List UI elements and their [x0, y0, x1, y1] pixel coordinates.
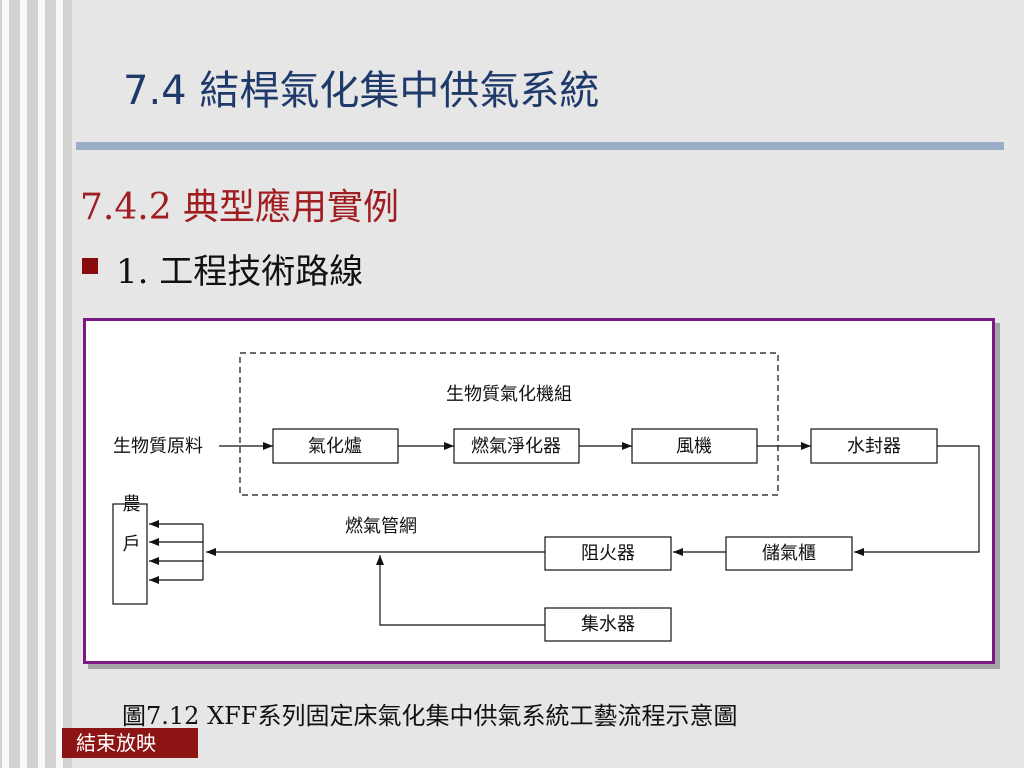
farmers-node: 農戶 [112, 494, 148, 605]
section-heading: 7.4.2 典型應用實例 [80, 187, 400, 228]
figure-caption: 圖7.12 XFF系列固定床氣化集中供氣系統工藝流程示意圖 [122, 702, 738, 730]
gasification-unit-label: 生物質氣化機組 [446, 384, 572, 405]
water-collector-node: 集水器 [544, 607, 672, 642]
svg-text:燃氣淨化器: 燃氣淨化器 [471, 436, 561, 457]
svg-text:集水器: 集水器 [581, 614, 635, 635]
gas-holder-node: 儲氣櫃 [725, 536, 853, 571]
farmers-label: 農戶 [120, 494, 141, 574]
flame-arrester-node: 阻火器 [544, 536, 672, 571]
fan-node: 風機 [631, 428, 758, 464]
pipe-network-label: 燃氣管網 [345, 516, 417, 537]
arrow-water-seal-to-gas-holder [854, 445, 980, 556]
biomass-input-label: 生物質原料 [113, 436, 203, 457]
slide-title: 7.4 結桿氣化集中供氣系統 [123, 68, 600, 114]
svg-text:風機: 風機 [676, 436, 712, 457]
gas-purifier-node: 燃氣淨化器 [453, 428, 580, 464]
svg-text:水封器: 水封器 [847, 436, 901, 457]
svg-text:儲氣櫃: 儲氣櫃 [762, 543, 816, 564]
svg-text:氣化爐: 氣化爐 [308, 436, 362, 457]
water-seal-node: 水封器 [810, 428, 938, 464]
bullet-square-icon [82, 258, 98, 274]
decorative-stripes [0, 0, 72, 768]
end-slideshow-button[interactable]: 結束放映 [62, 728, 198, 758]
gasification-unit-group [239, 352, 779, 496]
process-flow-diagram: 生物質氣化機組 生物質原料 氣化爐 燃氣淨化器 風機 水封器 [83, 318, 995, 664]
arrow-water-collector-to-pipe-network [376, 555, 545, 626]
svg-text:阻火器: 阻火器 [581, 543, 635, 564]
title-divider [76, 142, 1004, 150]
bullet-item: 1. 工程技術路線 [116, 252, 364, 292]
gasifier-node: 氣化爐 [272, 428, 399, 464]
